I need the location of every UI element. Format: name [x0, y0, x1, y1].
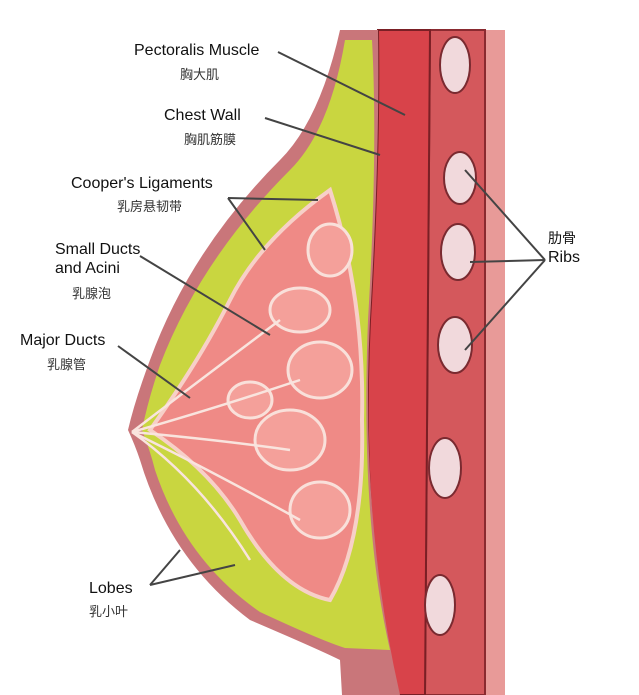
label-chest-wall: Chest Wall — [164, 107, 241, 124]
label-pectoralis-muscle-zh: 胸大肌 — [180, 68, 220, 83]
label-pectoralis-muscle: Pectoralis Muscle — [134, 42, 260, 59]
label-coopers-ligaments: Cooper's Ligaments — [71, 175, 213, 192]
leader-lines — [117, 51, 546, 586]
label-lobes: Lobes — [89, 580, 133, 597]
label-small-ducts-line2: and Acini — [55, 260, 120, 277]
label-major-ducts: Major Ducts — [20, 332, 106, 349]
label-chest-wall-zh: 胸肌筋膜 — [184, 133, 237, 148]
label-small-ducts-zh: 乳腺泡 — [72, 287, 112, 302]
ribs — [424, 36, 477, 636]
lobules — [226, 222, 354, 540]
label-ribs: Ribs — [548, 249, 581, 266]
label-coopers-ligaments-zh: 乳房悬韧带 — [117, 200, 183, 215]
major-ducts — [131, 319, 301, 561]
label-major-ducts-zh: 乳腺管 — [47, 358, 87, 373]
label-ribs-zh: 肋骨 — [548, 231, 576, 247]
label-lobes-zh: 乳小叶 — [89, 605, 129, 620]
label-small-ducts-line1: Small Ducts — [55, 241, 141, 258]
